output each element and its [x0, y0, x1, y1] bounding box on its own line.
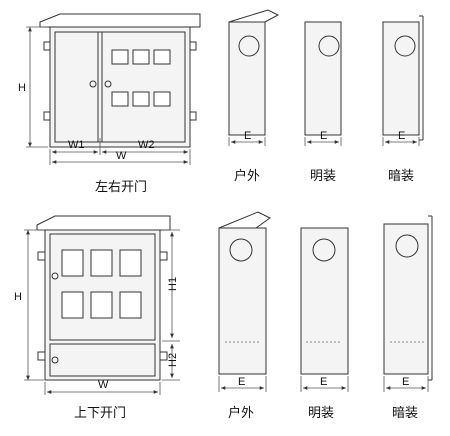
side-caption-outdoor: 户外 [228, 405, 254, 420]
height-label: H [14, 291, 22, 303]
front-caption-lr-doors: 左右开门 [95, 179, 147, 194]
bottom-side-view-outdoor: E 户外 [218, 211, 271, 420]
side-caption-surface: 明装 [310, 168, 336, 183]
width-label: W [98, 379, 109, 391]
depth-label: E [244, 130, 251, 142]
bottom-front-view: H H1 H2 W 上下开门 [14, 215, 180, 420]
depth-label: E [402, 376, 409, 388]
front-caption-ud-doors: 上下开门 [74, 405, 126, 420]
depth-label: E [398, 130, 405, 142]
width-label: W [116, 150, 127, 162]
bottom-side-view-flush: E 暗装 [383, 215, 433, 420]
top-side-view-flush: E 暗装 [382, 15, 424, 183]
meter-window-grid [111, 49, 171, 107]
width2-label: W2 [138, 139, 155, 151]
width1-label: W1 [68, 139, 85, 151]
h2-label: H2 [167, 353, 179, 367]
depth-label: E [238, 376, 245, 388]
side-caption-flush: 暗装 [392, 405, 418, 420]
side-caption-outdoor: 户外 [234, 168, 260, 183]
bottom-side-view-surface: E 明装 [300, 227, 349, 420]
top-side-view-surface: E 明装 [304, 21, 342, 183]
side-caption-surface: 明装 [308, 405, 334, 420]
depth-label: E [320, 130, 327, 142]
side-caption-flush: 暗装 [388, 168, 414, 183]
h1-label: H1 [167, 277, 179, 291]
top-front-view: H W1 W2 W 左右开门 [18, 13, 201, 194]
height-label: H [18, 82, 26, 94]
top-side-view-outdoor: E 户外 [228, 9, 280, 183]
meter-window-grid [61, 249, 142, 319]
depth-label: E [320, 376, 327, 388]
